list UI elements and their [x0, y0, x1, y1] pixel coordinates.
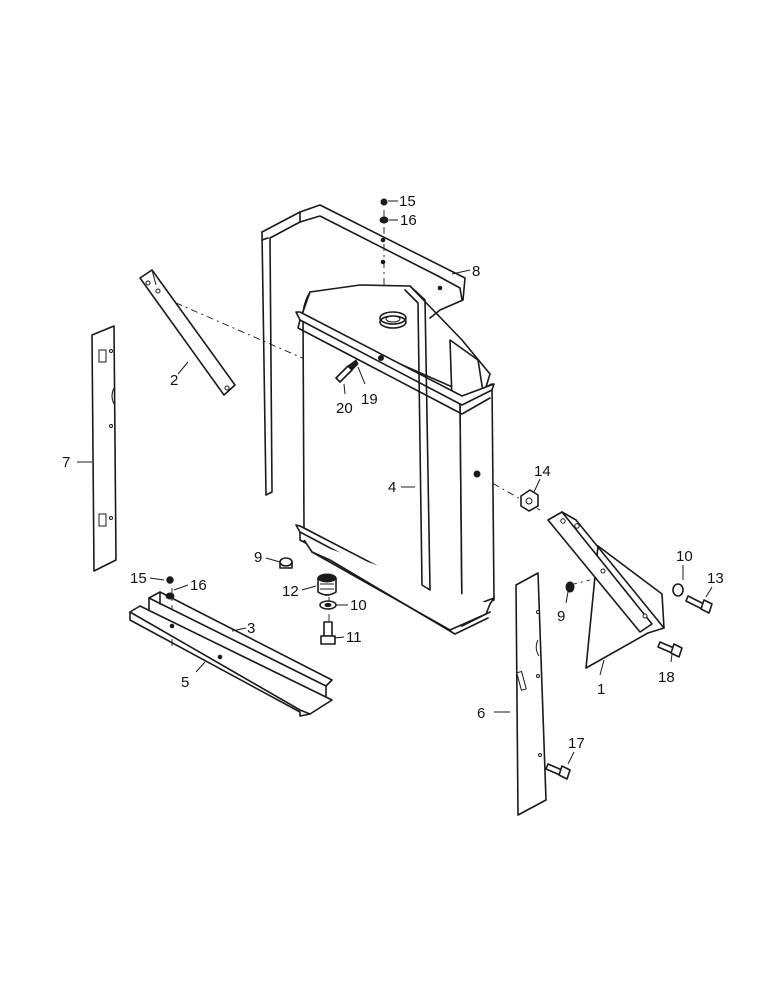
- mounting-bracket-1: [547, 511, 665, 669]
- callout-10-center: 10: [350, 597, 367, 614]
- callout-10-right: 10: [676, 548, 693, 565]
- callout-16-lower: 16: [190, 577, 207, 594]
- callout-labels: 15 16 8 2 20 19 7 4 14 9 10 13 15 16 12 …: [62, 193, 724, 752]
- shroud-strap: [261, 204, 466, 591]
- callout-15-top: 15: [399, 193, 416, 210]
- callout-5: 5: [181, 674, 189, 691]
- radiator-core: [295, 284, 495, 635]
- callout-14: 14: [534, 463, 551, 480]
- callout-19: 19: [361, 391, 378, 408]
- hardware: [165, 198, 713, 780]
- side-plate-7: [91, 325, 117, 572]
- callout-9-left: 9: [254, 549, 262, 566]
- callout-8: 8: [472, 263, 480, 280]
- callout-3: 3: [247, 620, 255, 637]
- callout-18: 18: [658, 669, 675, 686]
- leader-lines: [77, 200, 713, 765]
- callout-13: 13: [707, 570, 724, 587]
- callout-12: 12: [282, 583, 299, 600]
- callout-16-top: 16: [400, 212, 417, 229]
- callout-2: 2: [170, 372, 178, 389]
- bracket-2: [139, 269, 236, 396]
- callout-15-lower: 15: [130, 570, 147, 587]
- callout-11: 11: [346, 629, 362, 646]
- side-plate-6: [515, 572, 547, 816]
- lower-rails: [129, 591, 333, 717]
- callout-17: 17: [568, 735, 585, 752]
- callout-1: 1: [597, 681, 605, 698]
- callout-20: 20: [336, 400, 353, 417]
- callout-7: 7: [62, 454, 70, 471]
- callout-9-right: 9: [557, 608, 565, 625]
- callout-4: 4: [388, 479, 396, 496]
- callout-6: 6: [477, 705, 485, 722]
